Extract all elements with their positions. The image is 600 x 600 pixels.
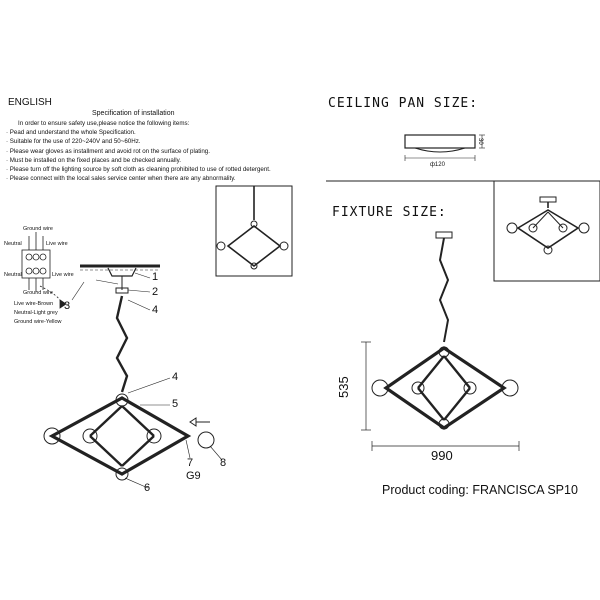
part-label-7: 7 bbox=[187, 457, 194, 469]
fixture-height-dim: 535 bbox=[336, 376, 351, 398]
spec-line: · Suitable for the use of 220~240V and 5… bbox=[6, 138, 141, 146]
wiring-label-ground-top: Ground wire bbox=[23, 226, 53, 232]
fixture-size-drawing bbox=[361, 231, 520, 451]
wiring-label-neutral-2: Neutral bbox=[4, 272, 22, 278]
wiring-diagram bbox=[21, 232, 67, 309]
part-label-6: 6 bbox=[144, 482, 151, 494]
fixture-width-dim: 990 bbox=[431, 448, 453, 463]
part-label-2: 2 bbox=[152, 286, 159, 298]
part-label-4b: 4 bbox=[172, 371, 179, 383]
spec-line: · Please wear gloves as installment and … bbox=[6, 147, 210, 155]
wiring-label-ground-bottom: Ground wire bbox=[23, 290, 53, 296]
spec-line: · Must be installed on the fixed places … bbox=[6, 156, 181, 164]
spec-line: · Pead and understand the whole Specific… bbox=[6, 129, 136, 137]
ceiling-pan-drawing bbox=[404, 134, 485, 161]
wiring-label-neutral: Neutral bbox=[4, 241, 22, 247]
wiring-label-live-2: Live wire bbox=[52, 272, 74, 278]
part-label-5: 5 bbox=[172, 398, 179, 410]
spec-title: Specification of installation bbox=[92, 110, 175, 117]
part-label-3: 3 bbox=[64, 300, 71, 312]
wiring-legend-neutral: Neutral-Light grey bbox=[14, 310, 58, 316]
spec-line: In order to ensure safety use,please not… bbox=[18, 120, 190, 127]
thumbnail-frame-right bbox=[493, 180, 600, 282]
part-label-4a: 4 bbox=[152, 304, 159, 316]
part-label-8: 8 bbox=[220, 457, 227, 469]
installation-drawing bbox=[43, 264, 223, 489]
ceiling-pan-height: 30 bbox=[477, 138, 483, 145]
language-heading: ENGLISH bbox=[8, 97, 52, 108]
spec-list: In order to ensure safety use,please not… bbox=[6, 119, 271, 183]
fixture-size-title: FIXTURE SIZE: bbox=[332, 205, 447, 220]
wiring-legend-ground: Ground wire-Yellow bbox=[14, 319, 62, 325]
wiring-label-live: Live wire bbox=[46, 241, 68, 247]
bulb-type-label: G9 bbox=[186, 470, 201, 482]
spec-line: · Please connect with the local sales se… bbox=[6, 175, 236, 183]
thumbnail-fixture-left bbox=[216, 186, 289, 270]
spec-line: · Please turn off the lighting source by… bbox=[6, 166, 271, 174]
thumbnail-fixture-right bbox=[506, 196, 590, 255]
ceiling-pan-diameter: ф120 bbox=[430, 162, 445, 168]
wiring-legend-live: Live wire-Brown bbox=[14, 301, 54, 307]
part-label-1: 1 bbox=[152, 271, 159, 283]
product-coding: Product coding: FRANCISCA SP10 bbox=[382, 483, 578, 497]
ceiling-pan-title: CEILING PAN SIZE: bbox=[328, 96, 479, 111]
